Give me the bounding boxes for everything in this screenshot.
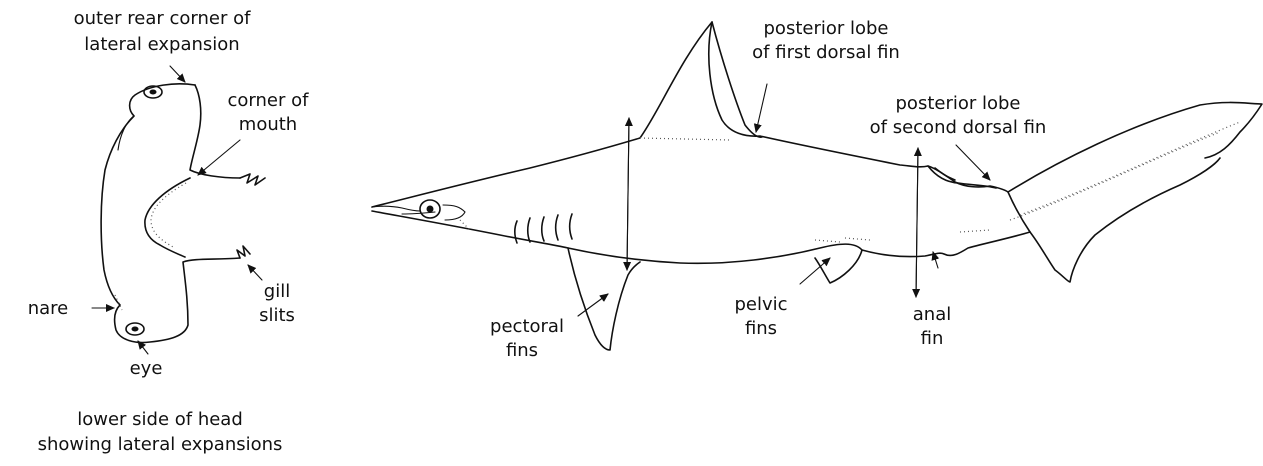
label-anal-line1: anal [913, 304, 951, 325]
label-first-dorsal-line2: of first dorsal fin [752, 42, 900, 63]
shark-side-view-drawing [372, 22, 1262, 350]
label-outer-rear-corner-line1: outer rear corner of [74, 8, 252, 29]
label-outer-rear-corner-line2: lateral expansion [84, 34, 239, 55]
label-second-dorsal-line2: of second dorsal fin [870, 117, 1047, 138]
arrow-pelvic-fin [800, 258, 830, 284]
label-eye: eye [130, 358, 163, 379]
label-pelvic-line2: fins [745, 318, 777, 339]
label-gill-line2: slits [259, 305, 295, 326]
label-pectoral-line1: pectoral [490, 316, 564, 337]
arrow-outer-rear-corner [170, 66, 185, 82]
label-corner-of-mouth-line2: mouth [239, 114, 297, 135]
label-pectoral-line2: fins [506, 340, 538, 361]
arrow-first-dorsal-lobe [756, 84, 767, 132]
arrow-pectoral-fin [578, 294, 608, 316]
caption-line1: lower side of head [77, 409, 243, 430]
arrow-second-dorsal-lobe [956, 145, 990, 180]
label-gill-line1: gill [264, 281, 290, 302]
label-corner-of-mouth-line1: corner of [228, 90, 310, 111]
label-first-dorsal-line1: posterior lobe [764, 18, 889, 39]
label-anal-line2: fin [921, 328, 944, 349]
label-nare: nare [28, 298, 69, 319]
caption-line2: showing lateral expansions [38, 434, 283, 455]
label-pelvic-line1: pelvic [734, 294, 787, 315]
arrow-anal-span-down [916, 148, 918, 297]
arrow-gill-slits [248, 265, 262, 280]
arrow-corner-of-mouth [198, 140, 240, 175]
label-second-dorsal-line1: posterior lobe [896, 93, 1021, 114]
